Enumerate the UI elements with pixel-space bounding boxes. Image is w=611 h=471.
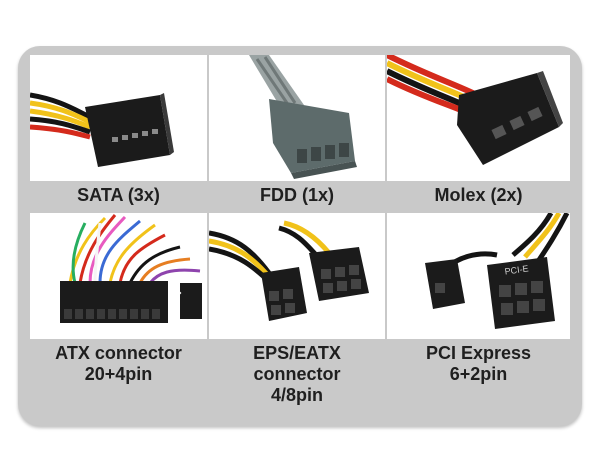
sata-image (30, 55, 207, 181)
fdd-label-line: FDD (1x) (259, 185, 334, 205)
sata-label-line: SATA (3x) (77, 185, 160, 205)
atx-image (30, 213, 207, 339)
fdd-image (209, 55, 385, 181)
atx-label: ATX connector 20+4pin (30, 343, 207, 385)
atx-label-line-2: 20+4pin (84, 364, 153, 384)
sata-connector-icon (30, 92, 174, 167)
atx-label-line-1: ATX connector (55, 343, 182, 363)
eps-label-line-2: connector (253, 364, 341, 384)
molex-label: Molex (2x) (387, 185, 570, 206)
fdd-label: FDD (1x) (209, 185, 385, 206)
eps-label-line-3: 4/8pin (270, 385, 323, 405)
atx-connector-icon (60, 214, 202, 323)
fdd-connector-icon (249, 55, 357, 179)
pcie-label-line-2: 6+2pin (449, 364, 508, 384)
molex-connector-icon (387, 55, 563, 165)
pcie-plug-marking: PCI-E (504, 263, 529, 276)
pcie-label: PCI Express 6+2pin (387, 343, 570, 385)
pcie-connector-icon: PCI-E (425, 213, 570, 329)
eps-connector-icon (209, 220, 369, 321)
pcie-label-line-1: PCI Express (425, 343, 532, 363)
molex-image (387, 55, 570, 181)
pcie-image: PCI-E (387, 213, 570, 339)
eps-label: EPS/EATX connector 4/8pin (209, 343, 385, 406)
eps-image (209, 213, 385, 339)
sata-label: SATA (3x) (30, 185, 207, 206)
connector-panel: SATA (3x) FDD (1x) Molex (2x) (18, 46, 582, 426)
eps-label-line-1: EPS/EATX (253, 343, 341, 363)
molex-label-line: Molex (2x) (434, 185, 523, 205)
